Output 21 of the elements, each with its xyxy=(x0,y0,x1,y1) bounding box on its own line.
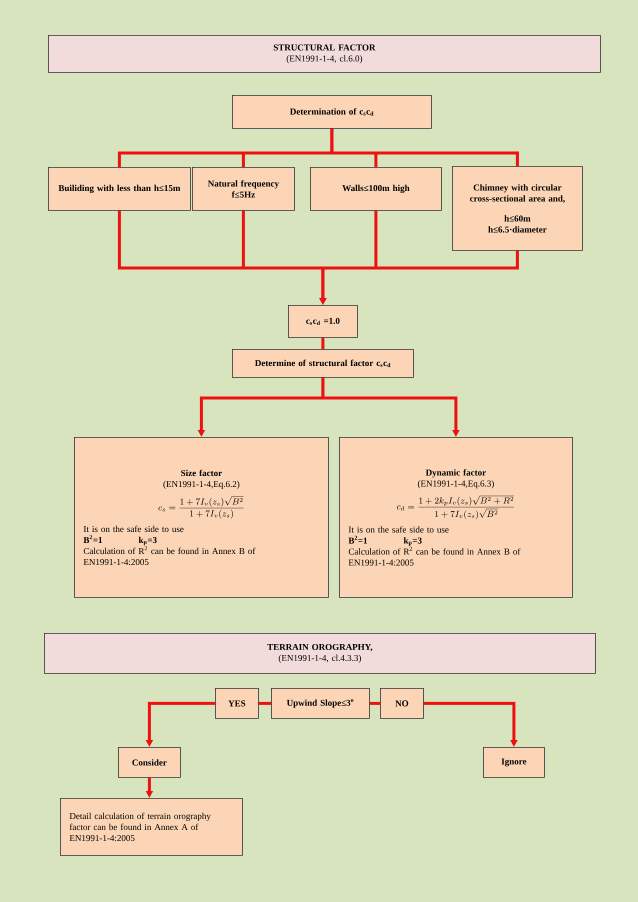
condition-box: Walls≤100m high xyxy=(310,167,442,211)
result-box: Consider xyxy=(118,747,181,778)
connector-line xyxy=(258,702,271,705)
answer-box: YES xyxy=(215,688,259,719)
connector-line xyxy=(321,338,324,349)
result-box: Ignore xyxy=(483,747,545,778)
condition-box: Builiding with less than h≤15m xyxy=(48,167,191,211)
connector-line xyxy=(330,128,519,166)
header-box: STRUCTURAL FACTOR (EN1991-1-4, cl.6.0) xyxy=(48,35,601,73)
result-box: c$_{s}$c$_{d}$ =1.0 xyxy=(288,305,358,338)
decision-box: Upwind Slope≤3$^{o}$ xyxy=(271,688,370,719)
formula-box: Size factor (EN1991-1-4,Eq.6.2) $c_s = \frac{1+7I_v(z_s)\sqrt{B^2}}{1+7I_v(z_s)}$ It is on the safe side to use B$^{2}$=1 k$_{p}$=3 Calculation of R$^{2}$ can be found in Annex B of EN1991-1-4:2005 xyxy=(74,437,329,598)
condition-box: Natural frequency f≤5Hz xyxy=(192,167,295,211)
formula-box: Dynamic factor (EN1991-1-4,Eq.6.3) $c_d = \frac{1+2k_pI_v(z_s)\sqrt{B^2+R^2}}{1+7I_v(z_s)\sqrt{B^2}}$ It is on the safe side to use B$^{2}$=1 k$_{p}$=3 Calculation of R$^{2}$ can be found in Annex B of EN1991-1-4:2005 xyxy=(339,437,573,598)
header-box: TERRAIN OROGRAPHY, (EN1991-1-4, cl.4.3.3) xyxy=(44,633,596,674)
process-box: Determine of structural factor c$_{s}$c$_{d}$ xyxy=(232,349,414,378)
note-box: Detail calculation of terrain orography factor can be found in Annex A of EN1991-1-4:2005 xyxy=(60,798,243,856)
answer-box: NO xyxy=(380,688,424,719)
process-box: Determination of c$_{s}$c$_{d}$ xyxy=(232,95,432,129)
connector-line xyxy=(370,702,380,705)
condition-box: Chimney with circular cross-sectional area and, h≤60m h≤6.5·diameter xyxy=(452,166,583,251)
